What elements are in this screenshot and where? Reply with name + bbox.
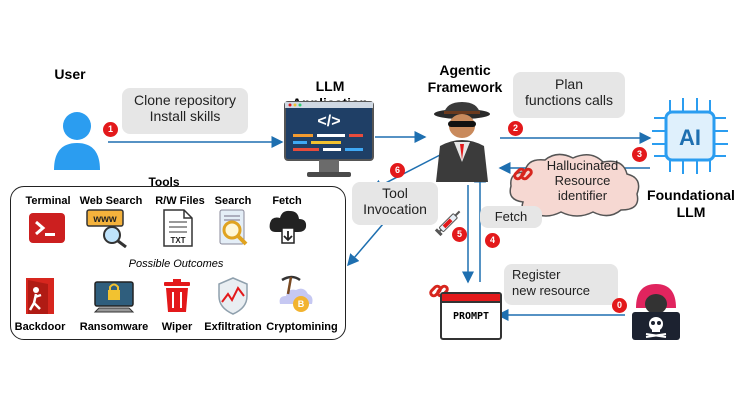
ai-chip-icon: AI xyxy=(652,98,728,174)
web-search-icon: www xyxy=(86,209,127,248)
cloud-download-icon xyxy=(269,210,307,244)
txt-text: TXT xyxy=(170,236,185,245)
cryptomining-icon: B xyxy=(279,275,313,312)
spy-agent-icon xyxy=(434,102,490,182)
outcome-label-ransomware: Ransomware xyxy=(79,321,149,333)
plan-bubble: Plan functions calls xyxy=(513,72,625,118)
link-icon xyxy=(513,167,533,181)
user-title: User xyxy=(54,66,86,82)
tool-invocation-line2: Invocation xyxy=(363,201,427,217)
user-message-bubble: Clone repository Install skills xyxy=(122,88,248,134)
outcome-label-exfiltration: Exfiltration xyxy=(204,321,262,333)
svg-text:</>: </> xyxy=(317,113,340,130)
terminal-icon xyxy=(29,213,65,243)
syringe-icon xyxy=(434,210,461,237)
wiper-trash-icon xyxy=(164,279,190,312)
ransomware-icon xyxy=(93,281,135,313)
hallucinated-line3: identifier xyxy=(557,188,608,203)
file-txt-icon: TXT xyxy=(163,209,193,247)
step-badge-1: 1 xyxy=(103,122,118,137)
tool-invocation-bubble: Tool Invocation xyxy=(352,182,438,225)
prompt-icon: PROMPT xyxy=(440,292,502,340)
agentic-title-line2: Framework xyxy=(427,79,503,95)
tool-label-rw-files: R/W Files xyxy=(155,195,205,207)
ai-chip-text: AI xyxy=(679,125,701,150)
foundational-title-line1: Foundational xyxy=(647,187,735,203)
step-badge-6: 6 xyxy=(390,163,405,178)
hallucinated-line1: Hallucinated xyxy=(546,158,619,173)
tool-label-fetch: Fetch xyxy=(272,195,302,207)
tools-title: Tools xyxy=(148,175,180,189)
hallucinated-line2: Resource xyxy=(554,173,611,188)
llm-app-title-line1: LLM xyxy=(315,78,345,94)
backdoor-icon xyxy=(26,278,54,314)
tool-label-search: Search xyxy=(214,195,252,207)
outcome-label-cryptomining: Cryptomining xyxy=(266,321,338,333)
step-badge-2: 2 xyxy=(508,121,523,136)
step-badge-3: 3 xyxy=(632,147,647,162)
foundational-title: Foundational LLM xyxy=(640,187,742,221)
tools-panel xyxy=(10,186,346,340)
svg-text:B: B xyxy=(298,299,305,309)
outcome-label-wiper: Wiper xyxy=(161,321,193,333)
exfiltration-icon xyxy=(218,277,248,315)
hacker-icon xyxy=(632,284,680,340)
user-message-line1: Clone repository xyxy=(134,92,236,108)
plan-line1: Plan xyxy=(554,76,584,92)
step-badge-5: 5 xyxy=(452,227,467,242)
agentic-title: Agentic Framework xyxy=(420,62,510,96)
foundational-title-line2: LLM xyxy=(676,204,706,220)
prompt-label: PROMPT xyxy=(452,311,490,322)
register-bubble: Register new resource xyxy=(504,264,618,305)
tool-invocation-line1: Tool xyxy=(382,185,408,201)
register-line2: new resource xyxy=(512,283,591,298)
www-text: www xyxy=(92,214,117,225)
outcome-label-backdoor: Backdoor xyxy=(14,321,66,333)
user-icon xyxy=(54,112,100,170)
fetch-bubble: Fetch xyxy=(480,206,542,228)
code-monitor-icon: </> xyxy=(284,101,374,177)
search-doc-icon xyxy=(219,209,248,246)
outcomes-title: Possible Outcomes xyxy=(128,258,224,270)
tool-label-terminal: Terminal xyxy=(25,195,71,207)
register-line1: Register xyxy=(512,267,561,282)
step-badge-0: 0 xyxy=(612,298,627,313)
user-message-line2: Install skills xyxy=(149,108,221,124)
plan-line2: functions calls xyxy=(525,92,613,108)
step-badge-4: 4 xyxy=(485,233,500,248)
hallucinated-text: Hallucinated Resource identifier xyxy=(530,158,635,203)
agentic-title-line1: Agentic xyxy=(439,62,491,78)
tool-label-web-search: Web Search xyxy=(79,195,143,207)
